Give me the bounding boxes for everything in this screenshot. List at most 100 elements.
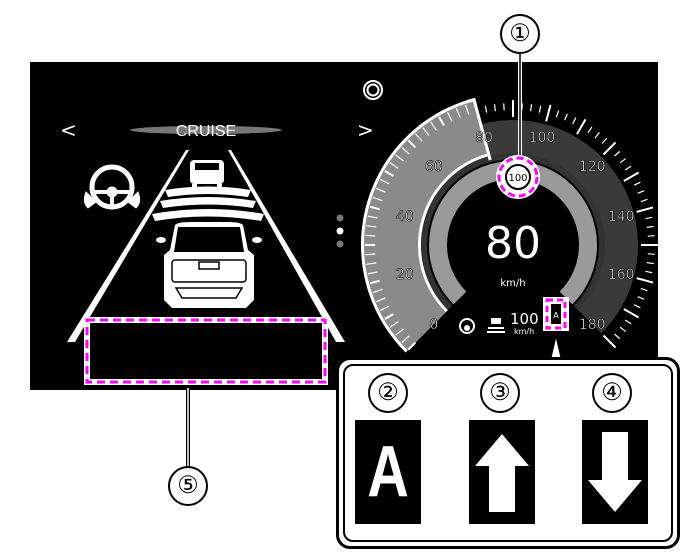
gauge-tick	[640, 287, 648, 292]
gauge-tick	[493, 104, 496, 112]
gauge-tick	[645, 216, 653, 220]
gauge-tick	[414, 133, 423, 142]
gauge-tick	[646, 225, 654, 228]
gauge-tick	[633, 304, 641, 309]
gauge-tick-label: 0	[429, 317, 438, 333]
lane-line-right	[228, 150, 345, 342]
gauge-inner-ring	[421, 153, 605, 311]
mode-label: CRUISE	[176, 123, 236, 140]
gauge-tick	[369, 205, 380, 211]
gauge-remaining-band	[480, 119, 639, 334]
gauge-tick	[594, 131, 600, 139]
set-speed-unit: km/h	[514, 327, 534, 336]
gauge-tick	[576, 118, 587, 135]
arrow-up-icon	[475, 434, 529, 512]
legend-tile-a-letter: A	[367, 432, 409, 512]
gauge-tick	[624, 319, 632, 325]
gauge-tick	[422, 127, 430, 136]
gauge-tick	[372, 288, 383, 294]
gauge-tick	[407, 341, 417, 351]
gauge-tick-label: 120	[579, 159, 606, 175]
gauge-tick	[633, 181, 641, 186]
page-dot-active[interactable]	[336, 227, 344, 235]
gauge-tick	[636, 206, 654, 213]
indicator-tile	[551, 304, 561, 324]
callout-5-label: ⑤	[177, 472, 199, 499]
gauge-tick	[614, 150, 621, 157]
arrow-down-icon	[588, 432, 642, 512]
speed-limit-value: 100	[508, 173, 527, 184]
gauge-tick-label: 40	[396, 209, 414, 225]
steering-assist-icon	[83, 164, 141, 210]
gauge-tick	[614, 333, 621, 340]
gauge-tick	[372, 196, 383, 202]
gauge-tick	[538, 105, 542, 113]
gauge-tick	[646, 262, 654, 265]
current-speed: 80	[485, 218, 541, 269]
callout-4-label: ④	[601, 379, 623, 406]
gauge-tick	[447, 111, 453, 122]
gauge-tick	[623, 308, 640, 319]
title-glow	[130, 126, 282, 134]
gauge-tick-label: 160	[608, 267, 635, 283]
gauge-tick	[619, 326, 627, 332]
message-area-highlight	[85, 318, 327, 384]
lead-vehicle-icon	[190, 160, 224, 188]
callout-number-3: ③	[480, 373, 520, 413]
gauge-tick	[640, 198, 648, 203]
gauge-tick	[636, 277, 654, 284]
gauge-tick	[389, 321, 399, 328]
vehicle-status-icon	[363, 80, 383, 100]
gauge-tick	[484, 105, 488, 113]
gauge-tick	[407, 139, 417, 149]
gauge-tick	[366, 262, 377, 265]
speed-unit: km/h	[500, 278, 525, 289]
set-speed: 100	[510, 310, 539, 328]
gauge-tick-label: 60	[425, 159, 443, 175]
gauge-tick-label: 180	[579, 317, 606, 333]
callout-number-1: ①	[500, 14, 540, 54]
gauge-inner-band	[429, 161, 597, 305]
gauge-tick	[623, 171, 640, 182]
callout-number-2: ②	[368, 373, 408, 413]
callout-number-5: ⑤	[168, 466, 208, 506]
page-dot[interactable]	[336, 240, 344, 248]
gauge-tick	[564, 113, 568, 121]
gauge-tick	[395, 328, 404, 336]
gauge-tick	[572, 117, 577, 125]
gauge-tick	[376, 187, 386, 193]
gauge-tick-label: 80	[475, 130, 493, 146]
gauge-tick	[389, 162, 399, 169]
nav-prev-button[interactable]: <	[60, 118, 77, 142]
gauge-tick	[395, 154, 404, 162]
speed-limit-highlight	[497, 156, 539, 198]
gauge-tick	[367, 215, 378, 219]
gauge-tick	[464, 104, 470, 115]
gauge-tick	[365, 253, 376, 256]
gauge-tick	[365, 234, 376, 237]
lead-car-detected-icon	[487, 318, 505, 333]
legend-tile-down	[582, 420, 648, 524]
gauge-tick	[376, 297, 386, 303]
gauge-tick	[366, 225, 377, 228]
gauge-tick	[555, 110, 560, 118]
page-dot[interactable]	[336, 214, 344, 222]
indicator-highlight	[545, 298, 567, 330]
gauge-tick	[602, 141, 617, 156]
callout-1-label: ①	[509, 20, 531, 47]
gauge-tick	[602, 334, 617, 349]
callout-3-label: ③	[489, 379, 511, 406]
gauge-tick	[601, 137, 608, 144]
gauge-tick-label: 20	[396, 267, 414, 283]
gauge-tick	[379, 179, 390, 185]
gauge-tick	[530, 104, 533, 112]
nav-next-button[interactable]: >	[357, 118, 374, 142]
steering-assist-small-icon	[459, 318, 475, 334]
callout-2-label: ②	[377, 379, 399, 406]
gauge-tick	[645, 270, 653, 274]
indicator-letter: A	[553, 311, 559, 320]
gauge-tick-label: 140	[608, 209, 635, 225]
legend-tile-a: A	[355, 420, 421, 524]
gauge-needle	[472, 97, 492, 161]
